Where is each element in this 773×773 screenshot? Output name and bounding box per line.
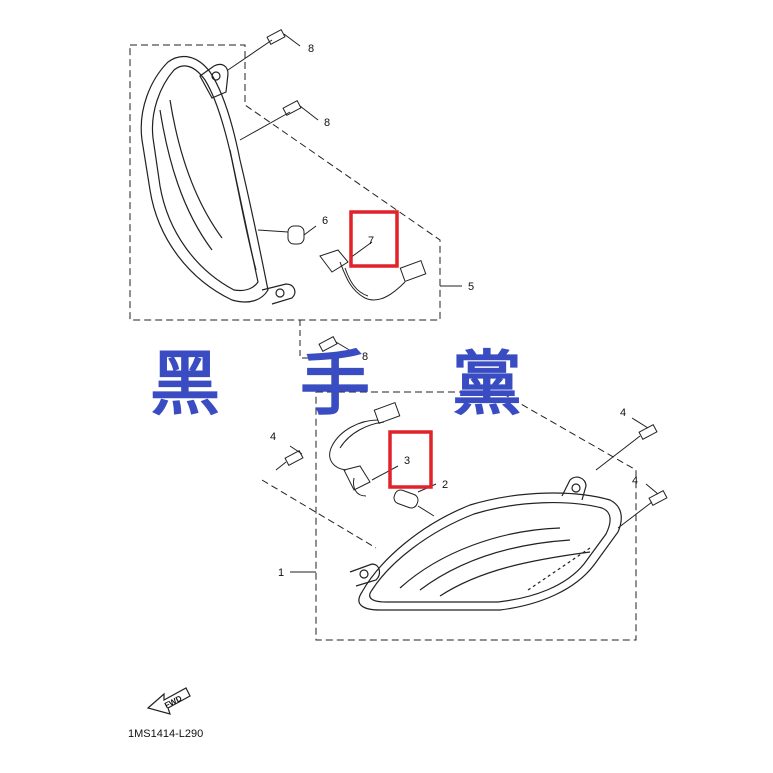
callout-4-left: 4	[270, 431, 276, 443]
screw-8-top	[227, 29, 301, 71]
callout-3: 3	[404, 455, 410, 467]
watermark-char-1: 黑	[150, 343, 220, 425]
upper-leaders	[299, 285, 462, 359]
lower-lamp-housing	[349, 476, 622, 611]
socket-3	[329, 402, 401, 497]
upper-lamp-housing	[140, 55, 296, 305]
callout-6: 6	[322, 215, 328, 227]
bulb-6	[257, 225, 317, 245]
callout-4-right-top: 4	[620, 407, 626, 419]
callout-8-middle: 8	[324, 117, 330, 129]
callout-8-lower: 8	[362, 351, 368, 363]
drawing-code: 1MS1414-L290	[128, 728, 203, 740]
bulb-2	[393, 483, 437, 517]
watermark-char-2: 手	[300, 343, 370, 425]
screw-4-left	[275, 445, 304, 471]
callout-1: 1	[278, 567, 284, 579]
callout-7: 7	[368, 235, 374, 247]
fwd-arrow-icon: FWD	[146, 687, 191, 715]
callout-8-top: 8	[308, 43, 314, 55]
upper-assembly-outline	[129, 44, 441, 321]
lower-assembly-outline	[261, 391, 637, 641]
screw-4-right-top	[595, 417, 658, 471]
screw-4-right-bottom	[617, 483, 668, 529]
callout-4-right-bottom: 4	[632, 475, 638, 487]
screw-8-lower	[318, 336, 357, 355]
highlight-box-7	[349, 210, 399, 268]
callout-2: 2	[442, 479, 448, 491]
highlight-box-3	[388, 430, 433, 489]
socket-7	[319, 241, 427, 301]
callout-5: 5	[468, 281, 474, 293]
screw-8-middle	[239, 100, 319, 141]
watermark-char-3: 黨	[452, 343, 522, 425]
